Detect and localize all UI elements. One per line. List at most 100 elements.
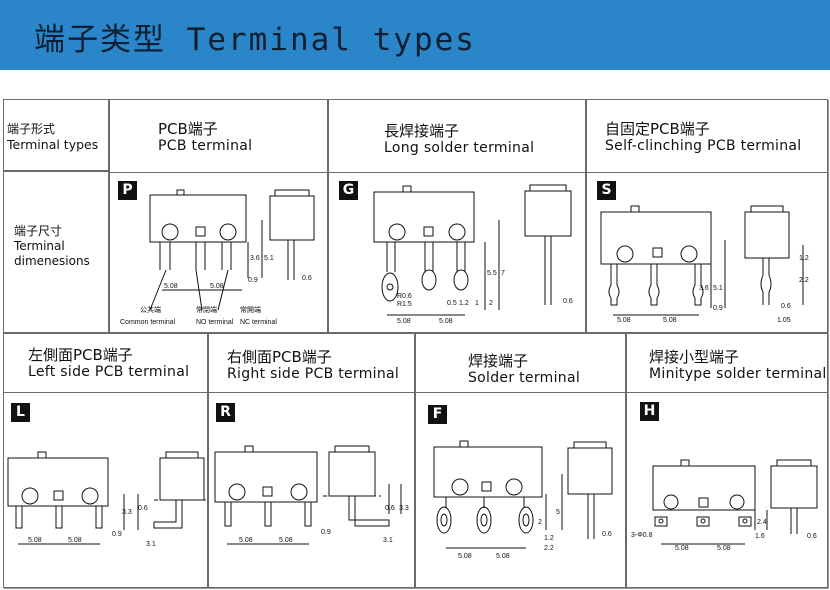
label-cell-dimension: 端子尺寸 Terminal dimenesions [3, 171, 109, 333]
dimension-label: 3-Φ0.8 [631, 532, 653, 539]
dimension-label: 5.08 [717, 545, 731, 552]
label-cell-type: 端子形式 Terminal types [3, 99, 109, 171]
dimension-label: 5 [556, 509, 560, 516]
dimension-label: 1.2 [544, 535, 554, 542]
terminal-note: NC terminal [240, 319, 277, 326]
dimension-label: 0.6 [385, 505, 395, 512]
panel-header: 左側面PCB端子 Left side PCB terminal [28, 346, 207, 381]
panel-self-clinching-terminal: 自固定PCB端子 Self-clinching PCB terminal S 5… [586, 99, 828, 333]
type-badge: F [428, 405, 447, 424]
panel-title-zh: 左側面PCB端子 [28, 346, 133, 364]
type-badge: G [339, 181, 358, 200]
dimension-label: 5.08 [28, 537, 42, 544]
dimension-label: 3.3 [122, 509, 132, 516]
dimension-label: 0.9 [321, 529, 331, 536]
dimension-label: 0.9 [248, 277, 258, 284]
panel-title-en: Long solder terminal [384, 140, 535, 156]
dimension-label: 0.6 [302, 275, 312, 282]
dimension-label: 1.05 [777, 317, 791, 324]
dimension-label: 1.6 [755, 533, 765, 540]
panel-title-en: Minitype solder terminal [649, 366, 827, 382]
dimension-label: 0.6 [781, 303, 791, 310]
dimension-label: 5.08 [210, 283, 224, 290]
panel-title-zh: 焊接端子 [468, 352, 529, 370]
dimension-label: 2.2 [544, 545, 554, 552]
panel-header: 自固定PCB端子 Self-clinching PCB terminal [605, 120, 827, 155]
dimension-label: 2 [489, 300, 493, 307]
terminal-note: 常開端 [240, 305, 261, 314]
dimension-label: 5.08 [675, 545, 689, 552]
minitype-solder-terminal-drawing: 3-Φ0.8 5.08 5.08 2.4 1.6 0.6 [631, 459, 818, 552]
panel-long-solder-terminal: 長焊接端子 Long solder terminal G 5.08 5.08 R… [328, 99, 586, 333]
dimension-label: 3.1 [146, 541, 156, 548]
panel-title-en: Right side PCB terminal [227, 366, 400, 382]
panel-title-zh: PCB端子 [158, 120, 218, 138]
panel-solder-terminal: 焊接端子 Solder terminal F 5.08 5.08 2 5 1.2… [415, 333, 626, 588]
panel-title-en: PCB terminal [158, 138, 253, 154]
terminal-note: 常閉端 [196, 305, 217, 314]
panel-header: 長焊接端子 Long solder terminal [384, 122, 585, 157]
panel-minitype-solder-terminal: 焊接小型端子 Minitype solder terminal H 3-Φ0.8… [626, 333, 828, 588]
panel-title-zh: 長焊接端子 [384, 122, 460, 140]
dimension-label: R0.6 [397, 293, 412, 300]
dimension-label: 5.1 [264, 255, 274, 262]
panel-title-en: Left side PCB terminal [28, 364, 190, 380]
dimension-label: 0.6 [602, 531, 612, 538]
dimension-label: 1.2 [799, 255, 809, 262]
panel-title-en: Solder terminal [468, 370, 581, 386]
panel-header: PCB端子 PCB terminal [158, 120, 327, 155]
terminal-type-label: 端子形式 Terminal types [7, 122, 98, 153]
solder-terminal-drawing: 5.08 5.08 2 5 1.2 2.2 0.6 [433, 440, 613, 560]
dimension-label: 5.08 [397, 318, 411, 325]
terminal-dimension-label: 端子尺寸 Terminal dimenesions [14, 224, 90, 269]
terminal-type-en: Terminal types [7, 137, 99, 152]
dimension-label: 5.08 [496, 553, 510, 560]
dimension-label: 5.08 [68, 537, 82, 544]
dimension-label: 0.9 [713, 305, 723, 312]
dimension-label: 3.6 [699, 285, 709, 292]
page-title: 端子类型 Terminal types [34, 22, 476, 58]
panel-left-side-pcb-terminal: 左側面PCB端子 Left side PCB terminal L 5.08 5… [3, 333, 208, 588]
type-badge: P [118, 181, 137, 200]
dimension-label: 0.6 [138, 505, 148, 512]
panel-title-zh: 焊接小型端子 [649, 348, 740, 366]
pcb-terminal-drawing: 5.08 5.08 0.9 0.6 3.6 5.1 公共端 常閉端 常開端 Co… [120, 189, 315, 326]
dimension-label: 5.08 [439, 318, 453, 325]
dimension-label: 2.4 [757, 519, 767, 526]
terminal-note: NO terminal [196, 319, 234, 326]
right-side-terminal-drawing: 5.08 5.08 0.9 3.3 0.6 3.1 [214, 445, 409, 545]
type-badge: H [640, 402, 659, 421]
panel-title-zh: 右側面PCB端子 [227, 348, 332, 366]
panel-pcb-terminal: PCB端子 PCB terminal P 5.08 5.08 0.9 0.6 3… [109, 99, 328, 333]
terminal-type-zh: 端子形式 [7, 122, 56, 136]
dimension-label: 0.6 [807, 533, 817, 540]
panel-header: 焊接端子 Solder terminal [468, 352, 625, 387]
panel-header: 右側面PCB端子 Right side PCB terminal [227, 348, 414, 383]
dimension-label: 5.08 [164, 283, 178, 290]
long-solder-terminal-drawing: 5.08 5.08 R0.6 R1.5 0.5 1.2 1 2 5.5 7 0.… [373, 184, 573, 325]
dimension-label: R1.5 [397, 301, 412, 308]
dimension-label: 5.08 [279, 537, 293, 544]
dimension-label: 5.08 [458, 553, 472, 560]
type-badge: R [216, 403, 235, 422]
dimension-label: 3.6 [250, 255, 260, 262]
terminal-note: Common terminal [120, 319, 176, 326]
panel-title-zh: 自固定PCB端子 [605, 120, 710, 138]
type-badge: S [597, 181, 616, 200]
terminal-dimension-en-1: Terminal [14, 239, 65, 253]
terminal-dimension-zh: 端子尺寸 [14, 224, 63, 238]
dimension-label: 2.2 [799, 277, 809, 284]
dimension-label: 0.5 [447, 300, 457, 307]
dimension-label: 1 [475, 300, 479, 307]
dimension-label: 0.6 [563, 298, 573, 305]
panel-title-en: Self-clinching PCB terminal [605, 138, 802, 154]
self-clinching-terminal-drawing: 5.08 5.08 0.9 3.6 5.1 1.2 2.2 0.6 1.05 [600, 205, 809, 324]
dimension-label: 5.08 [617, 317, 631, 324]
dimension-label: 5.5 [487, 270, 497, 277]
terminal-note: 公共端 [140, 305, 161, 314]
dimension-label: 5.1 [713, 285, 723, 292]
panel-header: 焊接小型端子 Minitype solder terminal [649, 348, 827, 383]
dimension-label: 1.2 [459, 300, 469, 307]
panel-right-side-pcb-terminal: 右側面PCB端子 Right side PCB terminal R 5.08 … [208, 333, 415, 588]
dimension-label: 5.08 [239, 537, 253, 544]
